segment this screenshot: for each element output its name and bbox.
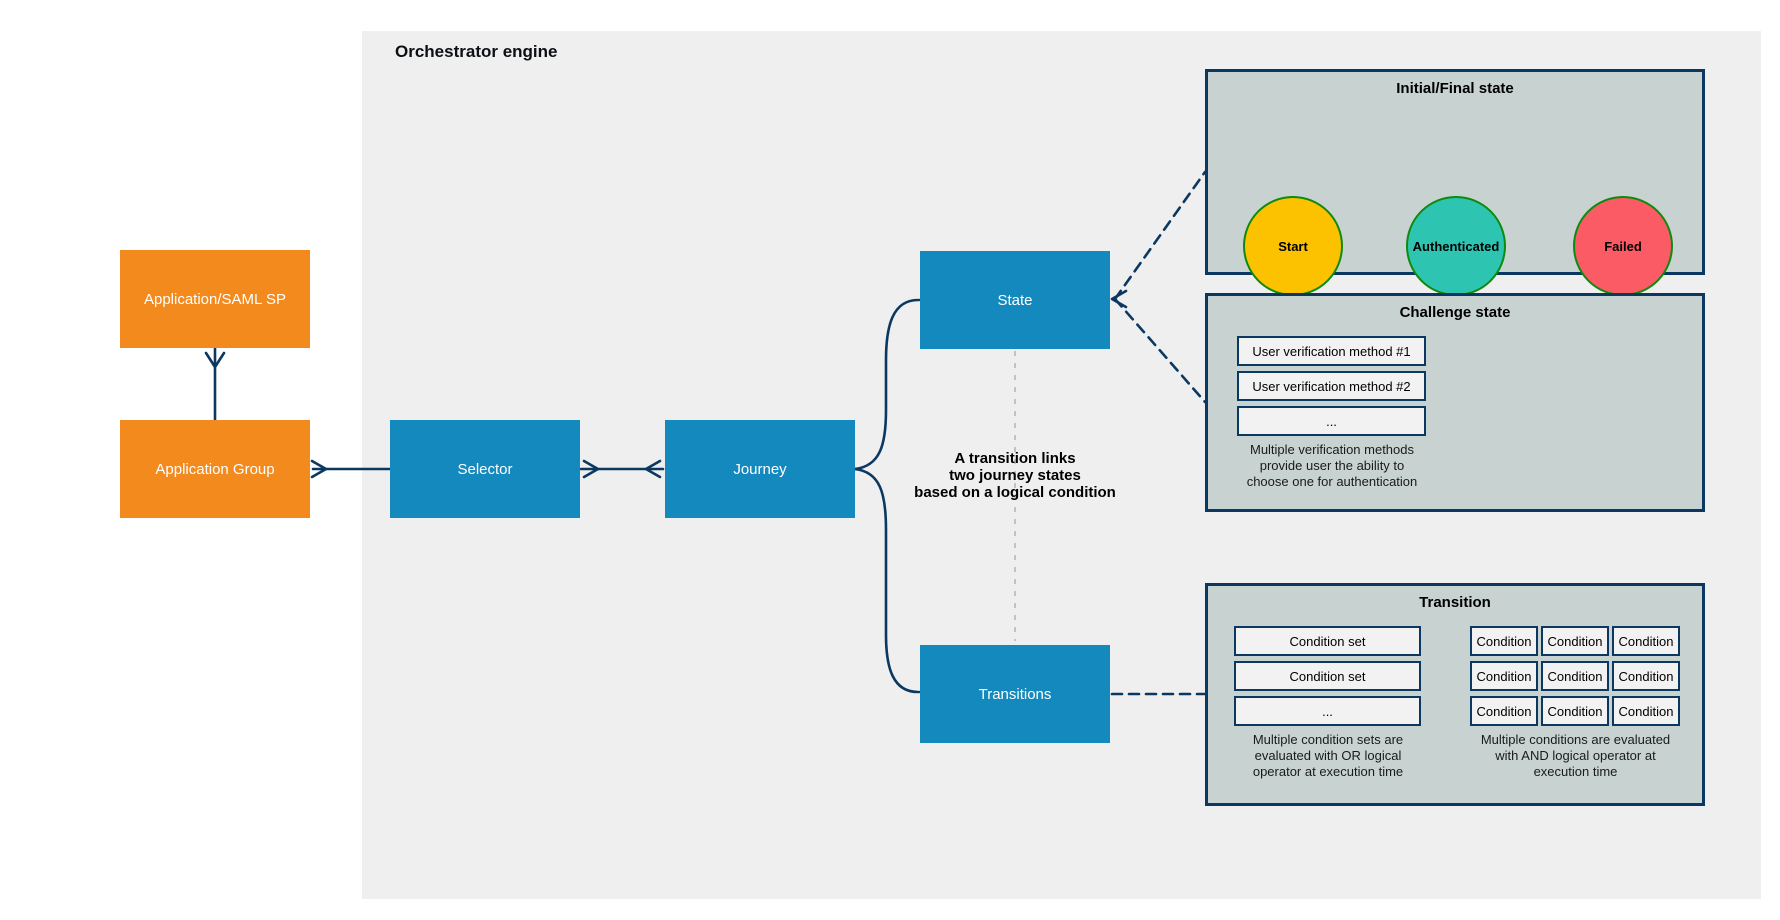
state-circle-authenticated: Authenticated [1406,196,1506,296]
node-application-saml-sp: Application/SAML SP [120,250,310,348]
panel-title: Transition [1419,594,1491,611]
node-label: State [997,291,1033,309]
condition-box: Condition [1612,696,1680,726]
state-circle-start: Start [1243,196,1343,296]
state-circle-failed: Failed [1573,196,1673,296]
node-label: Transitions [978,685,1052,703]
condition-box: Condition [1470,661,1538,691]
arrowhead-right-icon [310,459,328,479]
condition-set-box: Condition set [1234,661,1421,691]
node-label: Application Group [155,460,275,478]
transition-annotation: A transition links two journey states ba… [914,450,1116,501]
or-caption: Multiple condition sets are evaluated wi… [1252,732,1404,779]
node-label: Application/SAML SP [143,290,287,308]
condition-box: Condition [1612,661,1680,691]
node-label: Journey [733,460,787,478]
condition-box: Condition [1541,626,1609,656]
node-transitions: Transitions [920,645,1110,743]
orchestrator-engine-title: Orchestrator engine [395,42,558,61]
panel-title: Initial/Final state [1396,80,1514,97]
node-state: State [920,251,1110,349]
verification-method-box: User verification method #2 [1237,371,1426,401]
condition-set-box: ... [1234,696,1421,726]
condition-set-box: Condition set [1234,626,1421,656]
node-selector: Selector [390,420,580,518]
panel-title: Challenge state [1399,304,1511,321]
panel-initial-final-state: Initial/Final state Start Authenticated … [1205,69,1705,296]
verification-method-box: User verification method #1 [1237,336,1426,366]
arrowhead-down-icon [204,351,226,369]
node-label: Selector [457,460,513,478]
and-caption: Multiple conditions are evaluated with A… [1480,732,1671,779]
circle-label: Authenticated [1412,238,1500,254]
condition-box: Condition [1541,696,1609,726]
condition-box: Condition [1470,626,1538,656]
circle-label: Failed [1604,238,1642,254]
challenge-caption: Multiple verification methods provide us… [1246,442,1418,489]
panel-transition: Transition Condition set Condition set .… [1205,583,1705,806]
circle-label: Start [1278,238,1308,254]
node-journey: Journey [665,420,855,518]
condition-box: Condition [1612,626,1680,656]
verification-method-box: ... [1237,406,1426,436]
condition-box: Condition [1470,696,1538,726]
panel-challenge-state: Challenge state User verification method… [1205,293,1705,512]
node-application-group: Application Group [120,420,310,518]
condition-box: Condition [1541,661,1609,691]
